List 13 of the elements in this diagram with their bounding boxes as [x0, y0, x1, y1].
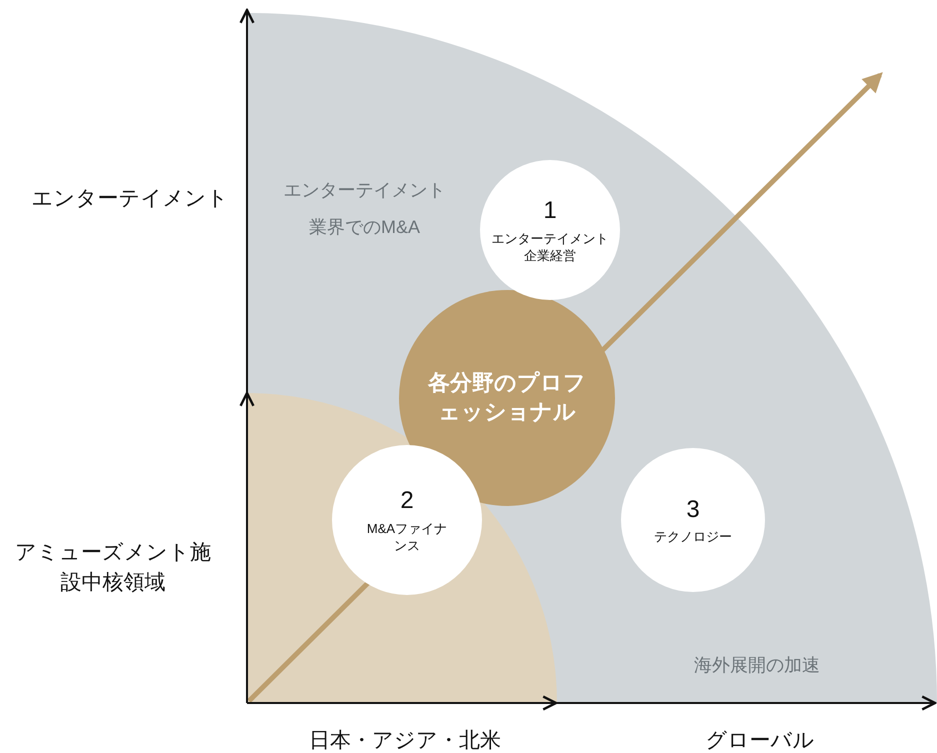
- circle-number: 1: [543, 196, 557, 226]
- region-label: エンターテイメント業界でのM&A: [282, 179, 446, 239]
- axis-label: 日本・アジア・北米: [308, 728, 502, 753]
- axis-label: エンターテイメント: [30, 186, 230, 212]
- circle-caption: エンターテイメント企業経営: [490, 230, 610, 264]
- axis-label: グローバル: [704, 728, 816, 753]
- axis-label: アミューズメント施設中核領域: [14, 540, 212, 596]
- circle-number: 2: [400, 486, 414, 516]
- circle-caption: 各分野のプロフェッショナル: [426, 369, 587, 426]
- circle-caption: テクノロジー: [654, 529, 732, 546]
- circle-caption: M&Aファイナンス: [366, 520, 448, 554]
- region-label: 海外展開の加速: [693, 654, 821, 677]
- circle-number: 3: [686, 494, 700, 525]
